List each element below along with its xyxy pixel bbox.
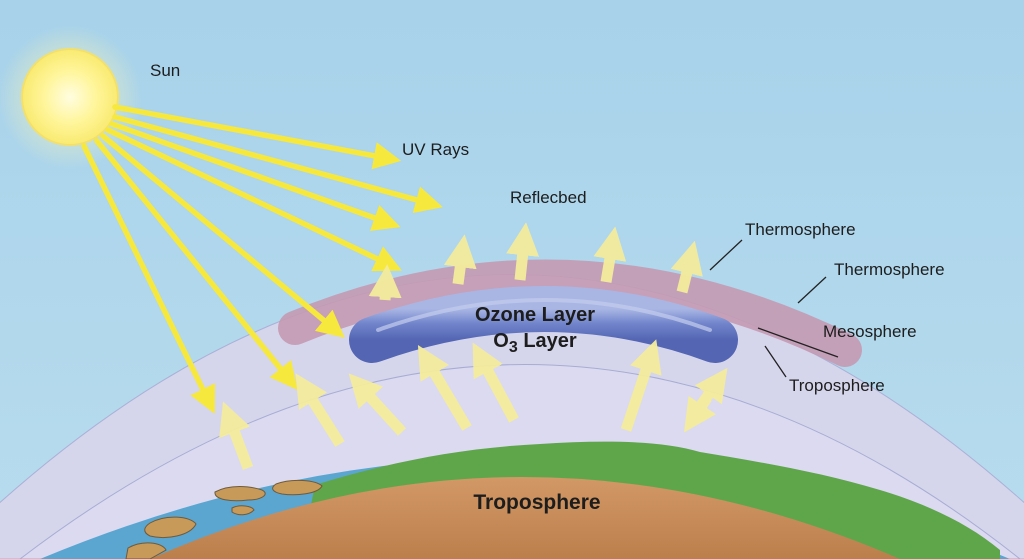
troposphere-ground-label: Troposphere xyxy=(473,491,600,514)
o3-suffix: Layer xyxy=(518,330,577,352)
reflected-arrow-up-icon xyxy=(670,240,703,294)
reflected-arrow-up-icon xyxy=(348,373,407,436)
reflected-arrow-up-icon xyxy=(295,373,345,447)
reflected-arrow-up-icon xyxy=(620,339,662,432)
troposphere-right-label: Troposphere xyxy=(789,376,885,395)
uv-rays xyxy=(81,104,443,414)
thermosphere-label-2: Thermosphere xyxy=(834,260,945,279)
earth xyxy=(40,441,1010,559)
leader-lines xyxy=(709,239,839,378)
leader-troposphere xyxy=(764,345,787,378)
ozone-layer-band xyxy=(349,286,738,363)
ozone-layer-label: Ozone Layer xyxy=(475,304,595,326)
reflected-arrow-up-icon xyxy=(443,234,477,285)
leader-thermosphere-2 xyxy=(797,276,827,304)
uv-ray-arrow-icon xyxy=(112,104,402,170)
island-5 xyxy=(231,505,255,516)
reflected-label: Reflecbed xyxy=(510,188,587,207)
leader-thermosphere-1 xyxy=(709,239,743,271)
uv-ray-arrow-icon xyxy=(81,143,216,414)
mesosphere-band xyxy=(278,259,862,367)
leader-mesosphere xyxy=(757,327,839,358)
o3-subscript: 3 xyxy=(509,339,518,356)
ground-surface xyxy=(150,477,900,559)
island-2 xyxy=(272,479,323,496)
island-4 xyxy=(125,542,167,559)
uv-ray-arrow-icon xyxy=(105,127,402,272)
reflected-arrow-up-icon xyxy=(417,344,472,431)
reflected-rays xyxy=(219,222,728,470)
reflected-arrow-up-icon xyxy=(506,222,540,281)
reflected-arrow-up-icon xyxy=(472,342,519,423)
o3-layer-label: O3 Layer xyxy=(493,330,577,356)
sun-icon xyxy=(0,25,142,169)
reflected-arrow-down-icon xyxy=(684,394,717,433)
o3-prefix: O xyxy=(493,330,509,352)
reflected-arrow-up-icon xyxy=(593,226,627,283)
uv-ray-arrow-icon xyxy=(112,114,443,214)
uv-ray-arrow-icon xyxy=(94,138,298,390)
island-3 xyxy=(144,516,197,538)
reflected-arrow-up-icon xyxy=(219,401,254,470)
uv-ray-arrow-icon xyxy=(100,133,345,338)
island-1 xyxy=(214,486,266,502)
uv-rays-label: UV Rays xyxy=(402,140,469,159)
thermosphere-label-1: Thermosphere xyxy=(745,220,856,239)
ozone-layer-highlight xyxy=(376,298,712,332)
mesosphere-label: Mesosphere xyxy=(823,322,917,341)
sun-label: Sun xyxy=(150,61,180,80)
uv-ray-arrow-icon xyxy=(109,121,401,231)
reflected-arrow-up-icon xyxy=(368,264,402,301)
